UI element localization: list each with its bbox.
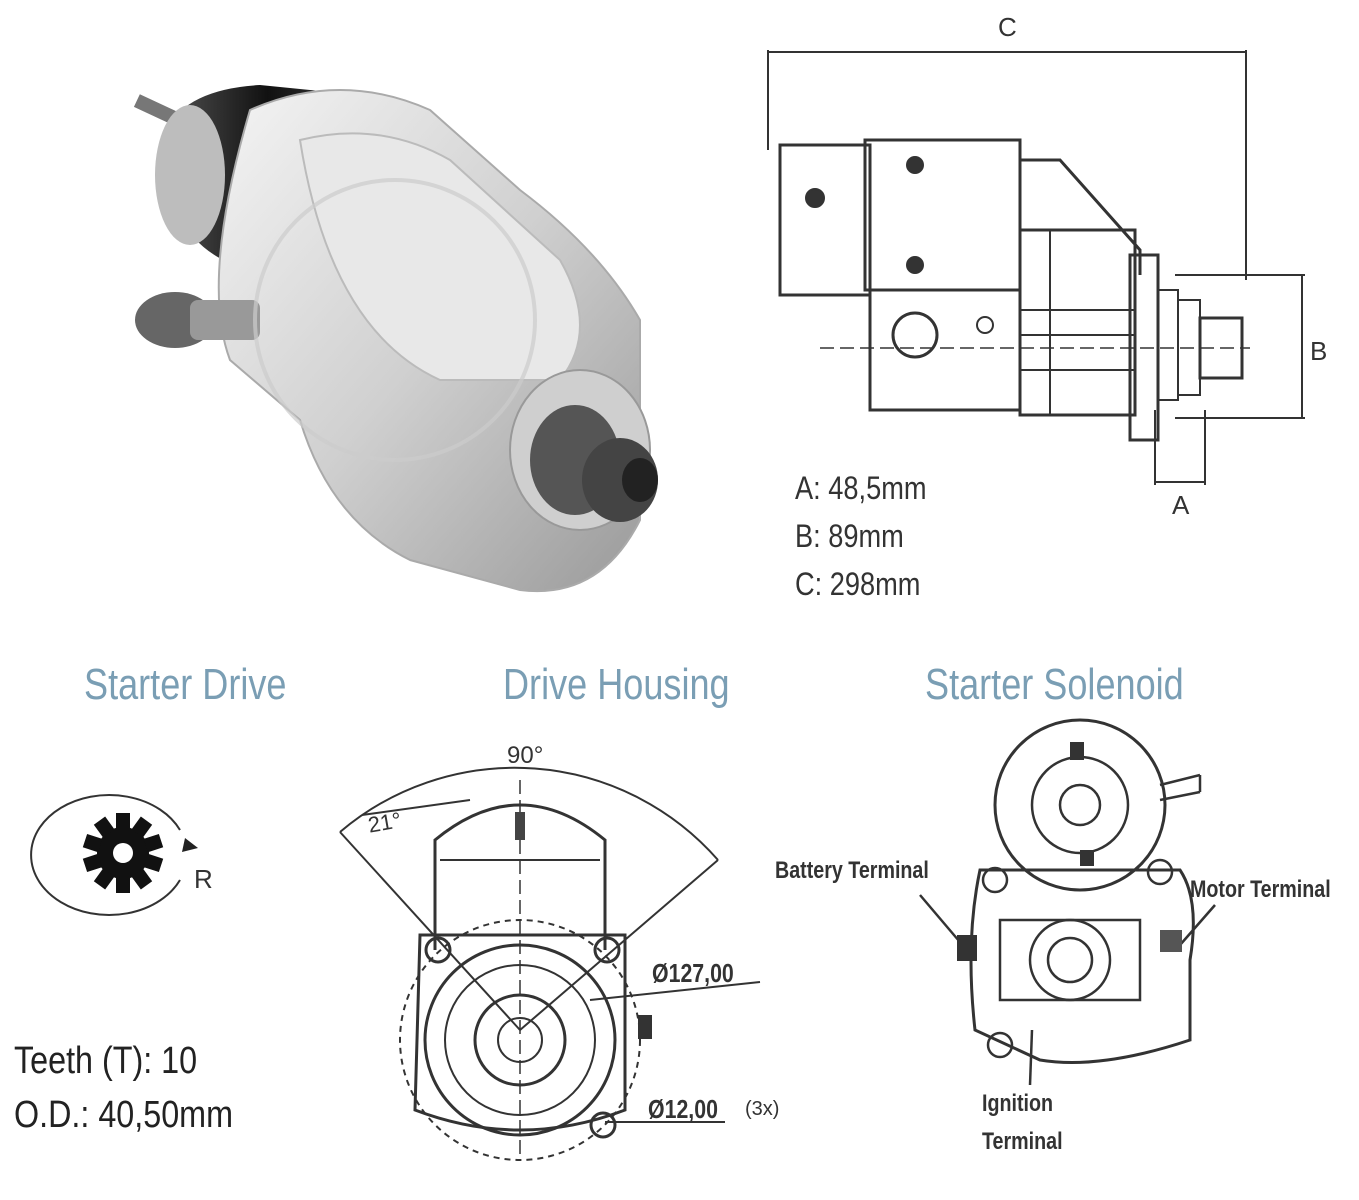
dimension-a-letter: A — [1172, 490, 1190, 520]
holes-count-label: (3x) — [745, 1098, 780, 1120]
rotation-label: R — [194, 864, 213, 894]
section-title-drive-housing: Drive Housing — [503, 660, 730, 709]
teeth-count: Teeth (T): 10 — [14, 1040, 198, 1082]
dimension-c-value: C: 298mm — [795, 566, 921, 602]
diameter-127-label: Ø127,00 — [652, 958, 734, 988]
dimension-c-letter: C — [998, 12, 1017, 42]
motor-terminal-label: Motor Terminal — [1190, 876, 1331, 903]
dimension-b-letter: B — [1310, 336, 1328, 366]
ignition-terminal-label-line2: Terminal — [982, 1128, 1063, 1155]
angle-21-label: 21° — [365, 807, 404, 838]
diameter-12-label: Ø12,00 — [648, 1094, 718, 1124]
battery-terminal-label: Battery Terminal — [775, 857, 929, 884]
section-title-starter-solenoid: Starter Solenoid — [925, 660, 1184, 709]
dimension-b-value: B: 89mm — [795, 518, 904, 554]
section-title-starter-drive: Starter Drive — [84, 660, 287, 709]
outer-diameter: O.D.: 40,50mm — [14, 1094, 233, 1136]
dimension-a-value: A: 48,5mm — [795, 470, 927, 506]
ignition-terminal-label-line1: Ignition — [982, 1090, 1054, 1117]
angle-90-label: 90° — [507, 742, 544, 769]
